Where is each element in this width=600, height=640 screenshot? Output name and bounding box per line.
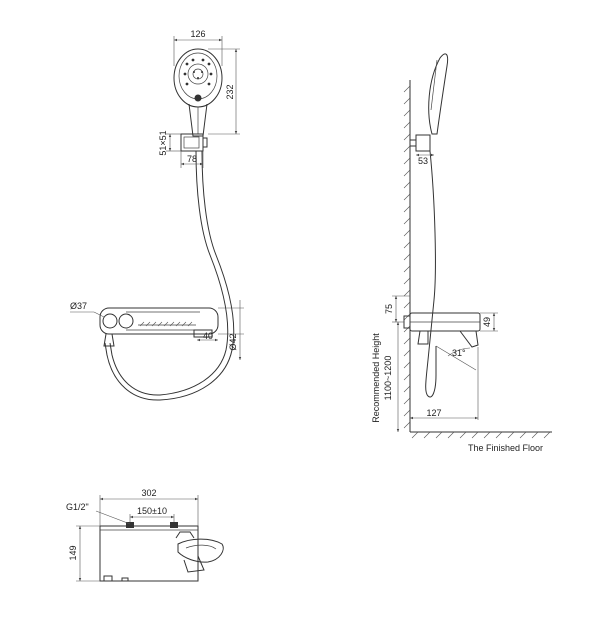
dim-holder-depth: 78 [187,154,197,164]
holder-side [415,134,431,152]
dim-body-height: 49 [482,317,492,327]
front-view: 126 232 51×51 78 Ø37 40 Ø42 [70,29,244,401]
mixer-side [403,312,481,348]
wall [403,80,411,432]
bath-spout [175,531,224,573]
inlet-right [170,522,178,528]
shower-head [173,48,223,137]
flow-knob-icon [118,313,134,329]
inlet-left [126,522,134,528]
temperature-knob-icon [102,313,118,329]
dim-thread: G1/2" [66,502,89,512]
dim-offset: 75 [384,304,394,314]
finished-floor [410,431,552,439]
thermostatic-mixer [99,307,219,347]
shelf-grill [139,321,193,327]
wall-holder [180,133,208,152]
dim-body-diameter: Ø42 [228,333,238,350]
dim-centers: 150±10 [137,506,167,516]
hose-side [425,150,437,398]
dim-depth: 127 [426,408,441,418]
dim-head-height: 232 [225,84,235,99]
finished-floor-label: The Finished Floor [468,443,543,453]
recommended-height-value: 1100~1200 [383,356,393,401]
dim-angle: 31° [452,348,466,358]
dim-shelf: 40 [203,331,213,341]
handshower-side [428,53,449,135]
dim-holder-side: 53 [418,156,428,166]
side-view: 53 75 49 Recommended Height 1100~1200 31… [371,53,552,453]
dim-height: 149 [68,545,78,560]
recommended-height-label: Recommended Height [371,333,381,423]
spray-nozzles [183,58,213,86]
plan-view: 302 G1/2" 150±10 149 [66,488,224,582]
dim-head-width: 126 [190,29,205,39]
mixer-plan [99,525,199,582]
spray-button-icon [194,94,202,102]
dim-knob-diameter: Ø37 [70,301,87,311]
hose [109,150,229,396]
dim-holder-size: 51×51 [158,130,168,155]
dim-width: 302 [141,488,156,498]
